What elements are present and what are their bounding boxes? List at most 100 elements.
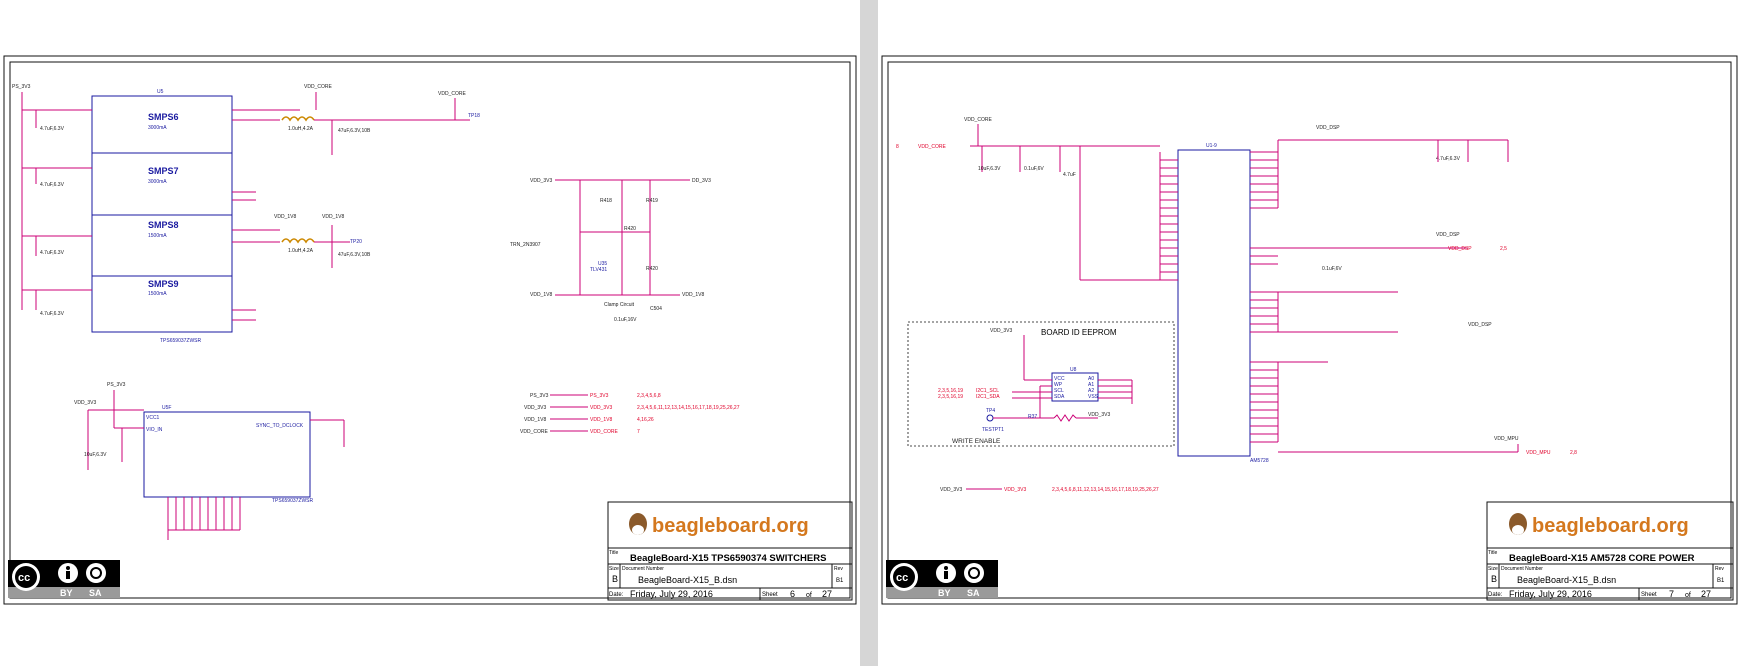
svg-text:R420: R420 [624,226,636,232]
svg-text:TRN_2N3907: TRN_2N3907 [510,242,541,248]
svg-text:R419: R419 [646,198,658,204]
svg-text:BY: BY [60,588,73,598]
svg-text:I2C1_SCL: I2C1_SCL [976,388,999,394]
svg-text:SDA: SDA [1054,394,1065,400]
svg-text:VDD_DSP: VDD_DSP [1436,232,1460,238]
svg-text:2,3,5,16,19: 2,3,5,16,19 [938,394,963,400]
svg-text:TESTPT1: TESTPT1 [982,427,1004,433]
svg-text:Rev: Rev [1715,566,1724,572]
cc-license-badge: cc BY SA [886,560,998,598]
svg-text:VDD_CORE: VDD_CORE [520,429,548,435]
svg-text:VIO_IN: VIO_IN [146,427,163,433]
svg-text:PS_3V3: PS_3V3 [107,382,126,388]
svg-text:2,3,4,5,6,8: 2,3,4,5,6,8 [637,393,661,399]
svg-text:VDD_1V8: VDD_1V8 [274,214,296,220]
svg-text:TP20: TP20 [350,239,362,245]
svg-text:Date:: Date: [609,592,624,598]
svg-text:10uF,6.3V: 10uF,6.3V [84,452,107,458]
svg-text:VDD_3V3: VDD_3V3 [590,405,612,411]
svg-text:U35: U35 [598,261,607,267]
svg-text:SYNC_TO_DCLOCK: SYNC_TO_DCLOCK [256,423,304,429]
ic-u1-9-box [1177,149,1251,457]
sheet-title: BeagleBoard-X15 TPS6590374 SWITCHERS [630,553,826,564]
creative-commons-icon: cc [18,572,30,584]
svg-text:1.0uH,4.2A: 1.0uH,4.2A [288,126,314,132]
svg-text:BY: BY [938,588,951,598]
svg-text:VDD_DSP: VDD_DSP [1448,246,1472,252]
schematic-sheet-6: U5 SMPS6 SMPS7 SMPS8 SMPS9 3000mA 3000mA… [0,0,860,666]
svg-text:TPS659037ZWSR: TPS659037ZWSR [272,498,314,504]
svg-text:VDD_CORE: VDD_CORE [304,84,332,90]
svg-text:4.7uF: 4.7uF [1063,172,1076,178]
svg-text:VDD_3V3: VDD_3V3 [74,400,96,406]
svg-text:PS_3V3: PS_3V3 [590,393,609,399]
beagleboard-logo: beagleboard.org [1486,501,1734,549]
svg-text:3000mA: 3000mA [148,125,167,131]
sheet-border [3,55,857,605]
eeprom-section [907,321,1175,447]
svg-text:B: B [1491,574,1497,584]
svg-text:27: 27 [822,589,832,599]
svg-text:VCC1: VCC1 [146,415,160,421]
svg-text:DD_3V3: DD_3V3 [692,178,711,184]
svg-text:SCL: SCL [1054,388,1064,394]
cc-license-badge: cc BY SA [8,560,120,598]
svg-text:0.1uF,6V: 0.1uF,6V [1322,266,1342,272]
title-block: Title BeagleBoard-X15 AM5728 CORE POWER … [1486,547,1734,601]
svg-text:4.7uF,6.3V: 4.7uF,6.3V [40,126,65,132]
net-ps-3v3-left: PS_3V3 [12,84,31,90]
svg-text:7: 7 [1669,589,1674,599]
svg-text:4.7uF,6.3V: 4.7uF,6.3V [40,250,65,256]
svg-text:4.7uF,6.3V: 4.7uF,6.3V [40,182,65,188]
smps6-label: SMPS6 [148,112,179,122]
svg-text:VDD_1V8: VDD_1V8 [590,417,612,423]
svg-text:2,3,5,16,19: 2,3,5,16,19 [938,388,963,394]
svg-text:27: 27 [1701,589,1711,599]
svg-text:R418: R418 [600,198,612,204]
svg-text:Sheet: Sheet [1641,592,1657,598]
creative-commons-icon: cc [896,572,908,584]
ic-u8-box [1051,372,1099,402]
svg-text:VDD_3V3: VDD_3V3 [940,487,962,493]
schematic-drawing-sheet-6: U5 SMPS6 SMPS7 SMPS8 SMPS9 3000mA 3000mA… [3,55,857,605]
svg-text:47uF,6.3V,10B: 47uF,6.3V,10B [338,128,371,134]
svg-text:Size: Size [609,566,619,572]
svg-text:R37: R37 [1028,414,1037,420]
inductor-l-smps6 [281,116,315,122]
svg-text:VDD_MPU: VDD_MPU [1494,436,1519,442]
sheet-border [881,55,1738,605]
svg-text:U5F: U5F [162,405,171,411]
svg-text:Date:: Date: [1488,592,1503,598]
svg-text:TLV431: TLV431 [590,267,607,273]
u1-left-pins [1159,152,1178,281]
eeprom-title: BOARD ID EEPROM [1041,328,1117,337]
svg-text:6: 6 [790,589,795,599]
svg-text:47uF,6.3V,10B: 47uF,6.3V,10B [338,252,371,258]
svg-text:2,5: 2,5 [1500,246,1507,252]
svg-text:TP4: TP4 [986,408,995,414]
svg-text:0.1uF,16V: 0.1uF,16V [614,317,637,323]
offpage-connectors-sheet-6: PS_3V3 VDD_3V3 VDD_1V8 VDD_CORE PS_3V3 V… [520,393,740,435]
svg-text:VDD_CORE: VDD_CORE [590,429,618,435]
svg-text:VDD_CORE: VDD_CORE [438,91,466,97]
svg-text:VDD_3V3: VDD_3V3 [1004,487,1026,493]
svg-text:Title: Title [609,550,618,556]
svg-text:4.7uF,6.3V: 4.7uF,6.3V [40,311,65,317]
svg-text:VDD_3V3: VDD_3V3 [990,328,1012,334]
svg-text:U1-9: U1-9 [1206,143,1217,149]
inductor-l-smps8 [281,238,315,244]
svg-text:VDD_CORE: VDD_CORE [964,117,992,123]
svg-text:A1: A1 [1088,382,1094,388]
svg-text:1500mA: 1500mA [148,291,167,297]
smps9-label: SMPS9 [148,279,179,289]
share-alike-icon [86,563,106,583]
svg-text:R420: R420 [646,266,658,272]
svg-text:BeagleBoard-X15_B.dsn: BeagleBoard-X15_B.dsn [1517,575,1616,585]
svg-text:VDD_DSP: VDD_DSP [1316,125,1340,131]
ic-u5-ref: U5 [157,89,164,95]
svg-text:TP18: TP18 [468,113,480,119]
svg-text:Title: Title [1488,550,1497,556]
svg-text:PS_3V3: PS_3V3 [530,393,549,399]
svg-text:Friday, July 29, 2016: Friday, July 29, 2016 [1509,589,1592,599]
svg-text:of: of [1685,592,1691,599]
